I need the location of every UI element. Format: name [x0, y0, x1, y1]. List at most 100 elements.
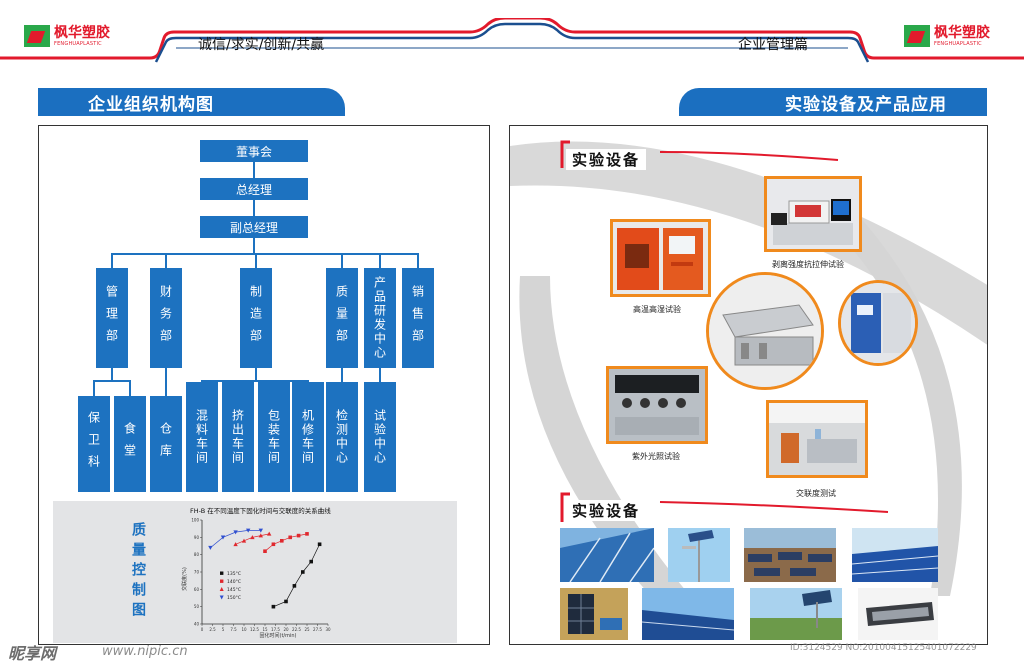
x-tick-label: 20 [283, 627, 289, 632]
x-tick-label: 17.5 [271, 627, 280, 632]
data-point [233, 530, 238, 535]
solar-field-photo [642, 588, 734, 640]
high-temp-humidity-photo [610, 219, 711, 297]
equipment-subtitle: 实验设备 [566, 149, 647, 170]
unit-warehouse: 仓库 [150, 396, 182, 492]
unit-testing-center: 检测中心 [326, 382, 358, 492]
logo-english: FENGHUAPLASTIC [934, 40, 982, 47]
dept-manufacturing: 制造部 [240, 268, 272, 368]
data-point [258, 528, 263, 533]
watermark-url: www.nipic.cn [102, 644, 188, 659]
org-board: 董事会 [200, 140, 308, 162]
data-point [301, 570, 305, 574]
x-tick-label: 12.5 [250, 627, 259, 632]
crosslink-test-photo [766, 400, 868, 478]
unit-packing-workshop: 包装车间 [258, 382, 290, 492]
unit-trial-center: 试验中心 [364, 382, 396, 492]
application-subtitle: 实验设备 [566, 500, 647, 521]
quality-title: 质量控制图 [130, 522, 146, 622]
unit-repair-workshop: 机修车间 [292, 382, 324, 492]
chart-xlabel: 固化时间(t/min) [260, 632, 297, 639]
equipment-subtitle-decoration [560, 140, 839, 168]
x-tick-label: 2.5 [209, 627, 216, 632]
series-line [273, 544, 320, 607]
watermark-site: 昵享网 [8, 644, 57, 663]
y-tick-label: 90 [194, 535, 200, 540]
legend-label: 140°C [227, 579, 241, 585]
data-point [296, 533, 301, 538]
solar-panel-closeup-photo [560, 528, 654, 582]
application-subtitle-decoration [560, 492, 889, 522]
unit-canteen: 食堂 [114, 396, 146, 492]
chapter-title: 企业管理篇 [738, 37, 808, 53]
unit-mixing-workshop: 混料车间 [186, 382, 218, 492]
uv-test-caption: 紫外光照试验 [632, 452, 680, 461]
solar-streetlight-photo [668, 528, 730, 582]
laminator-photo [706, 272, 824, 390]
y-tick-label: 50 [194, 604, 200, 609]
series-line [264, 533, 308, 552]
legend-marker [219, 587, 224, 591]
company-logo: 枫华塑胶 FENGHUAPLASTIC [24, 25, 110, 47]
legend-marker [219, 595, 224, 600]
dept-quality: 质量部 [326, 268, 358, 368]
unit-security: 保卫科 [78, 396, 110, 492]
unit-extrusion-workshop: 挤出车间 [222, 382, 254, 492]
logo-english: FENGHUAPLASTIC [54, 40, 102, 47]
y-tick-label: 100 [191, 518, 199, 523]
data-point [280, 539, 284, 543]
data-point [271, 604, 276, 609]
data-point [220, 535, 226, 540]
x-tick-label: 0 [201, 627, 204, 632]
dept-finance: 财务部 [150, 268, 182, 368]
y-tick-label: 80 [194, 552, 200, 557]
x-tick-label: 22.5 [292, 627, 301, 632]
data-point [305, 532, 309, 536]
chart-ylabel: 交联度(%) [181, 567, 188, 591]
x-tick-label: 27.5 [313, 627, 322, 632]
y-tick-label: 40 [194, 622, 200, 627]
data-point [263, 549, 267, 553]
org-section-title: 企业组织机构图 [38, 88, 345, 116]
org-deputy-gm: 副总经理 [200, 216, 308, 238]
data-point [317, 542, 322, 547]
header-decoration [0, 18, 1024, 63]
data-point [288, 535, 292, 540]
solar-farm-photo [744, 528, 836, 582]
company-logo-right: 枫华塑胶 FENGHUAPLASTIC [904, 25, 990, 47]
crosslink-test-caption: 交联度测试 [796, 489, 836, 498]
x-tick-label: 30 [325, 627, 331, 632]
quality-panel [53, 501, 457, 643]
dept-management: 管理部 [96, 268, 128, 368]
data-point [309, 559, 313, 564]
y-tick-label: 60 [194, 587, 200, 592]
data-point [292, 584, 297, 588]
chamber-photo [838, 280, 918, 366]
data-point [208, 545, 213, 550]
logo-name: 枫华塑胶 [934, 24, 990, 41]
dept-rnd-center: 产品研发中心 [364, 268, 396, 368]
legend-marker [220, 571, 224, 575]
peel-test-caption: 剥离强度抗拉伸试验 [772, 260, 844, 269]
high-temp-humidity-caption: 高温高湿试验 [633, 305, 681, 314]
data-point [250, 535, 255, 540]
x-tick-label: 10 [241, 627, 247, 632]
legend-label: 145°C [227, 587, 241, 593]
data-point [284, 599, 288, 604]
logo-mark-icon [24, 25, 50, 47]
chart-heading: FH-B 在不同温度下固化时间与交联度的关系曲线 [190, 506, 331, 515]
data-point [271, 542, 276, 547]
x-tick-label: 15 [262, 627, 268, 632]
y-tick-label: 70 [194, 570, 200, 575]
equipment-section-title: 实验设备及产品应用 [679, 88, 987, 116]
data-point [241, 538, 247, 543]
legend-marker [220, 579, 224, 583]
data-point [267, 531, 272, 536]
logo-mark-icon [904, 25, 930, 47]
data-point [233, 542, 238, 547]
data-point [246, 528, 251, 533]
peel-test-photo [764, 176, 862, 252]
dept-sales: 销售部 [402, 268, 434, 368]
background-swoosh [510, 141, 987, 606]
